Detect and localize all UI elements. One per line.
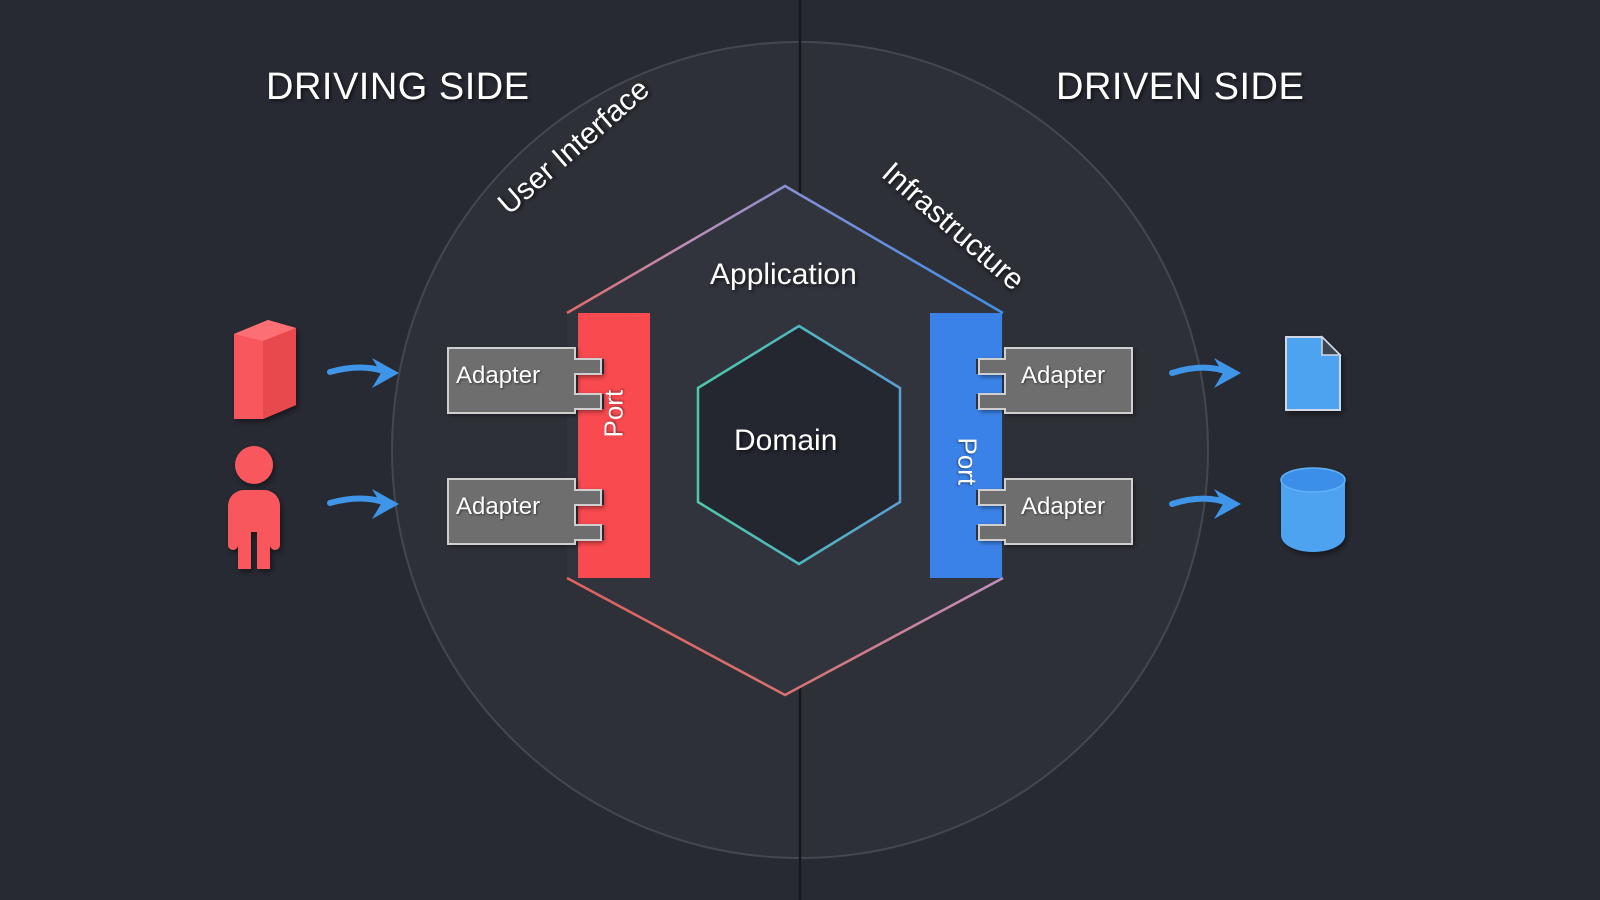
adapter-right-top-label: Adapter	[1021, 362, 1106, 389]
application-label: Application	[710, 258, 857, 291]
database-icon	[1280, 467, 1346, 552]
application-hexagon-bottom-edges	[566, 576, 1004, 697]
port-right-bar	[930, 313, 1002, 578]
adapter-left-bottom-label: Adapter	[456, 493, 541, 520]
domain-hexagon	[696, 324, 902, 566]
adapter-right-bottom-label: Adapter	[1021, 493, 1106, 520]
adapter-left-top-label: Adapter	[456, 362, 541, 389]
port-left-label: Port	[598, 389, 629, 438]
driving-side-title: DRIVING SIDE	[266, 66, 530, 108]
adapter-left-top[interactable]	[447, 347, 602, 414]
port-right-label: Port	[952, 437, 983, 486]
port-left-bar	[578, 313, 650, 578]
person-icon	[228, 446, 280, 569]
adapter-left-bottom[interactable]	[447, 478, 602, 545]
adapter-right-top[interactable]	[978, 347, 1133, 414]
adapter-right-bottom[interactable]	[978, 478, 1133, 545]
application-hexagon-top-edges	[566, 184, 1004, 315]
cube-icon	[234, 320, 296, 419]
arrow-left-bottom	[327, 489, 399, 519]
arrow-left-top	[327, 358, 399, 388]
arrow-right-top	[1169, 358, 1241, 388]
arrow-right-bottom	[1169, 489, 1241, 519]
document-icon	[1285, 335, 1342, 411]
domain-label: Domain	[734, 424, 838, 457]
driven-side-title: DRIVEN SIDE	[1056, 66, 1305, 108]
